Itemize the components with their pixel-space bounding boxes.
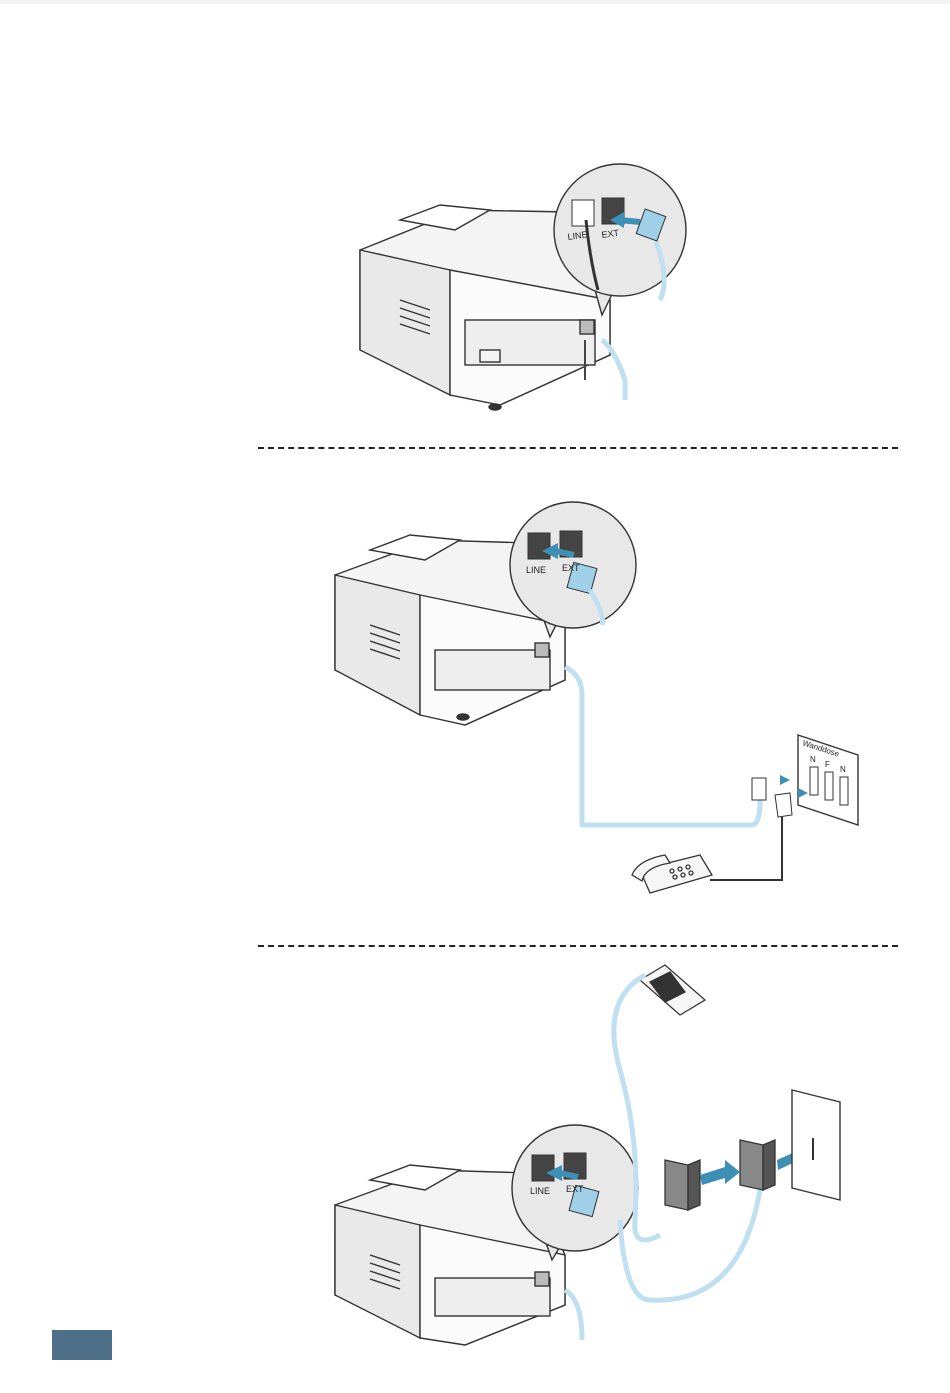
section-divider: [258, 945, 898, 947]
phone-plug: [775, 793, 792, 817]
figure-line-wall-connection: LINE EXT Wanddose N F N: [320, 495, 880, 910]
phone-cable: [565, 667, 760, 825]
telephone-icon: [632, 855, 712, 893]
telephone-icon: [640, 965, 705, 1015]
wall-plug: [752, 778, 766, 800]
splitter-label-ext: EXT: [566, 1184, 584, 1194]
section-divider: [258, 447, 898, 449]
line-label-ext: EXT: [562, 563, 580, 573]
page-tab: [52, 1330, 112, 1360]
figure-splitter-connection: LINE EXT: [320, 960, 880, 1350]
line-label-line: LINE: [526, 565, 546, 575]
top-rule: [0, 0, 950, 4]
socket-label-f: F: [825, 760, 830, 769]
wall-socket: [792, 1090, 840, 1200]
socket-label-n1: N: [810, 755, 816, 764]
splitter-label-line: LINE: [530, 1186, 550, 1196]
figure-ext-connection: LINE EXT: [340, 150, 700, 420]
insert-arrow: [700, 1160, 740, 1185]
socket-label-n2: N: [840, 765, 846, 774]
printer-cable: [565, 1290, 582, 1340]
